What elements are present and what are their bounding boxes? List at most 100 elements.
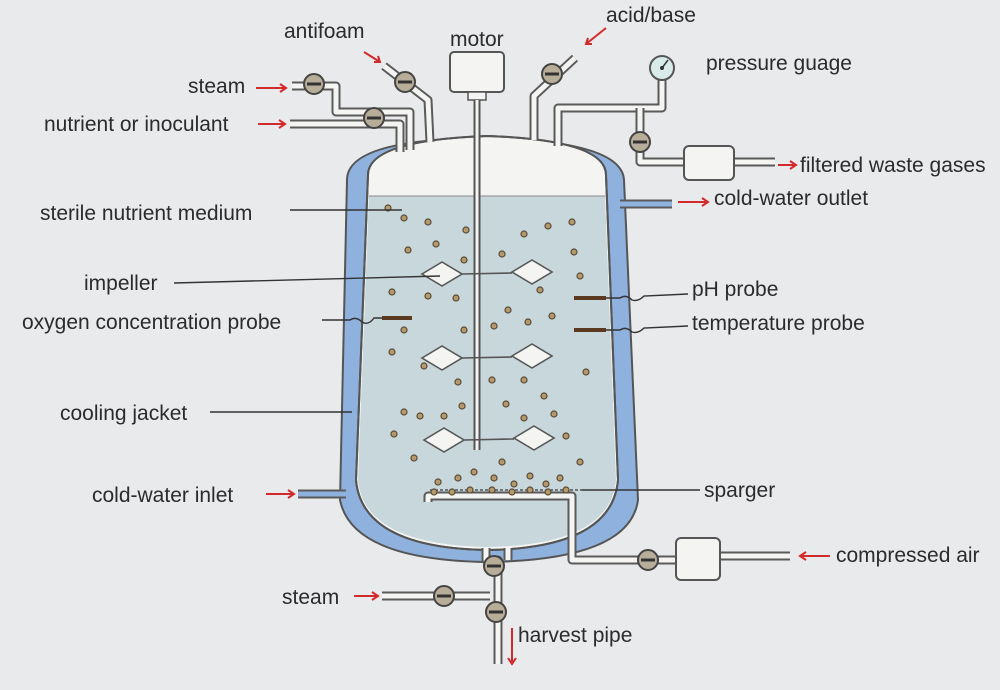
bubble bbox=[502, 400, 510, 408]
air-filter bbox=[675, 537, 721, 581]
label-pressure-gauge: pressure guage bbox=[706, 52, 852, 75]
bubble bbox=[488, 486, 496, 494]
label-sparger: sparger bbox=[704, 479, 775, 502]
label-ph-probe: pH probe bbox=[692, 278, 778, 301]
pressure-gauge bbox=[649, 55, 675, 81]
harvest-valve-top bbox=[483, 555, 505, 577]
label-motor: motor bbox=[450, 28, 504, 51]
bubble bbox=[404, 246, 412, 254]
label-compressed-air: compressed air bbox=[836, 544, 980, 567]
temperature-probe bbox=[574, 328, 606, 332]
bubble bbox=[416, 412, 424, 420]
label-acid-base: acid/base bbox=[606, 4, 696, 27]
bubble bbox=[498, 458, 506, 466]
bubble bbox=[452, 294, 460, 302]
nutrient-medium bbox=[358, 196, 616, 547]
bubble bbox=[504, 306, 512, 314]
bubble bbox=[388, 348, 396, 356]
leader-lines bbox=[173, 209, 700, 491]
bubble bbox=[544, 488, 552, 496]
bubble bbox=[440, 412, 448, 420]
exhaust-valve bbox=[629, 131, 651, 153]
waste-gas-filter bbox=[683, 145, 735, 181]
label-temperature-probe: temperature probe bbox=[692, 312, 865, 335]
bubble bbox=[576, 458, 584, 466]
label-cold-water-inlet: cold-water inlet bbox=[92, 484, 233, 507]
antifoam-valve bbox=[394, 71, 416, 93]
bubble bbox=[466, 486, 474, 494]
bubble bbox=[498, 250, 506, 258]
bubble bbox=[424, 292, 432, 300]
bubble bbox=[430, 488, 438, 496]
bubble bbox=[390, 430, 398, 438]
bubble bbox=[400, 408, 408, 416]
bubble bbox=[434, 478, 442, 486]
bubble bbox=[488, 376, 496, 384]
labels: antifoam motor acid/base pressure guage … bbox=[22, 4, 986, 647]
bubble bbox=[508, 488, 516, 496]
flow-arrows bbox=[256, 27, 830, 666]
label-harvest-pipe: harvest pipe bbox=[518, 624, 632, 647]
label-cooling-jacket: cooling jacket bbox=[60, 402, 187, 425]
bubble bbox=[540, 392, 548, 400]
label-antifoam: antifoam bbox=[284, 20, 365, 43]
bubble bbox=[490, 474, 498, 482]
bubble bbox=[470, 468, 478, 476]
oxygen-probe bbox=[382, 316, 412, 320]
bubble bbox=[548, 312, 556, 320]
label-steam-bottom: steam bbox=[282, 586, 339, 609]
nutrient-valve bbox=[363, 107, 385, 129]
ph-probe bbox=[574, 296, 606, 300]
bubble bbox=[510, 480, 518, 488]
bubble bbox=[460, 326, 468, 334]
air-valve bbox=[637, 549, 659, 571]
bubble bbox=[562, 486, 570, 494]
steam-valve-top bbox=[303, 73, 325, 95]
bubble bbox=[454, 474, 462, 482]
bubble bbox=[562, 432, 570, 440]
bubble bbox=[542, 480, 550, 488]
bubble bbox=[420, 362, 428, 370]
bubble bbox=[520, 414, 528, 422]
label-sterile-nutrient-medium: sterile nutrient medium bbox=[40, 202, 252, 225]
air-bubbles bbox=[384, 204, 590, 496]
bubble bbox=[462, 226, 470, 234]
bubble bbox=[400, 214, 408, 222]
bubble bbox=[568, 218, 576, 226]
bubble bbox=[454, 378, 462, 386]
bubble bbox=[550, 410, 558, 418]
bubble bbox=[448, 488, 456, 496]
bubble bbox=[556, 474, 564, 482]
bubble bbox=[410, 454, 418, 462]
bubble bbox=[520, 230, 528, 238]
steam-valve-bottom bbox=[433, 585, 455, 607]
label-impeller: impeller bbox=[84, 272, 158, 295]
bubble bbox=[490, 322, 498, 330]
bubble bbox=[570, 248, 578, 256]
harvest-valve-bottom bbox=[485, 601, 507, 623]
bubble bbox=[524, 318, 532, 326]
bubble bbox=[458, 402, 466, 410]
label-filtered-waste-gases: filtered waste gases bbox=[800, 154, 986, 177]
bubble bbox=[576, 272, 584, 280]
label-oxygen-probe: oxygen concentration probe bbox=[22, 311, 281, 334]
bubble bbox=[388, 288, 396, 296]
bubble bbox=[526, 486, 534, 494]
impeller-blades bbox=[420, 259, 556, 453]
motor bbox=[449, 51, 505, 93]
bubble bbox=[526, 472, 534, 480]
bubble bbox=[424, 218, 432, 226]
label-steam-top: steam bbox=[188, 75, 245, 98]
bubble bbox=[460, 256, 468, 264]
label-cold-water-outlet: cold-water outlet bbox=[714, 187, 868, 210]
bubble bbox=[544, 222, 552, 230]
acid-base-valve bbox=[541, 63, 563, 85]
bubble bbox=[536, 286, 544, 294]
valves bbox=[303, 63, 659, 623]
label-nutrient-inoculant: nutrient or inoculant bbox=[44, 113, 229, 136]
bubble bbox=[432, 240, 440, 248]
bubble bbox=[582, 368, 590, 376]
bubble bbox=[400, 326, 408, 334]
